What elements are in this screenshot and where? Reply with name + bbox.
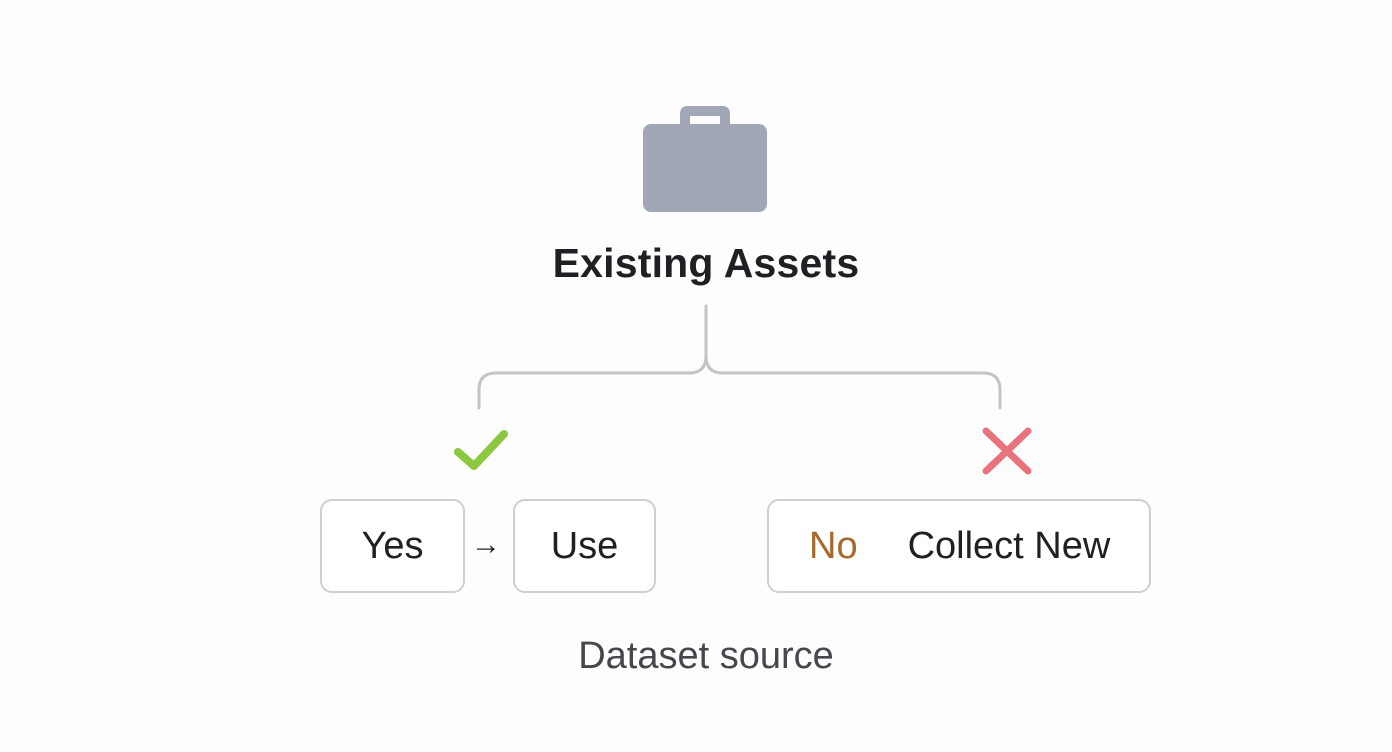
yes-label: Yes (361, 524, 424, 567)
no-label: No (809, 524, 858, 567)
collect-new-label: Collect New (907, 524, 1111, 567)
no-box: No Collect New (767, 499, 1151, 593)
use-box: Use (513, 499, 656, 593)
checkmark-icon (454, 430, 508, 470)
diagram-caption: Dataset source (578, 635, 834, 677)
yes-box: Yes (320, 499, 465, 593)
diagram-title: Existing Assets (552, 240, 860, 286)
briefcase-icon (643, 106, 767, 212)
cross-icon (982, 427, 1032, 475)
arrow-right-icon: → (471, 528, 501, 561)
use-label: Use (550, 524, 619, 567)
